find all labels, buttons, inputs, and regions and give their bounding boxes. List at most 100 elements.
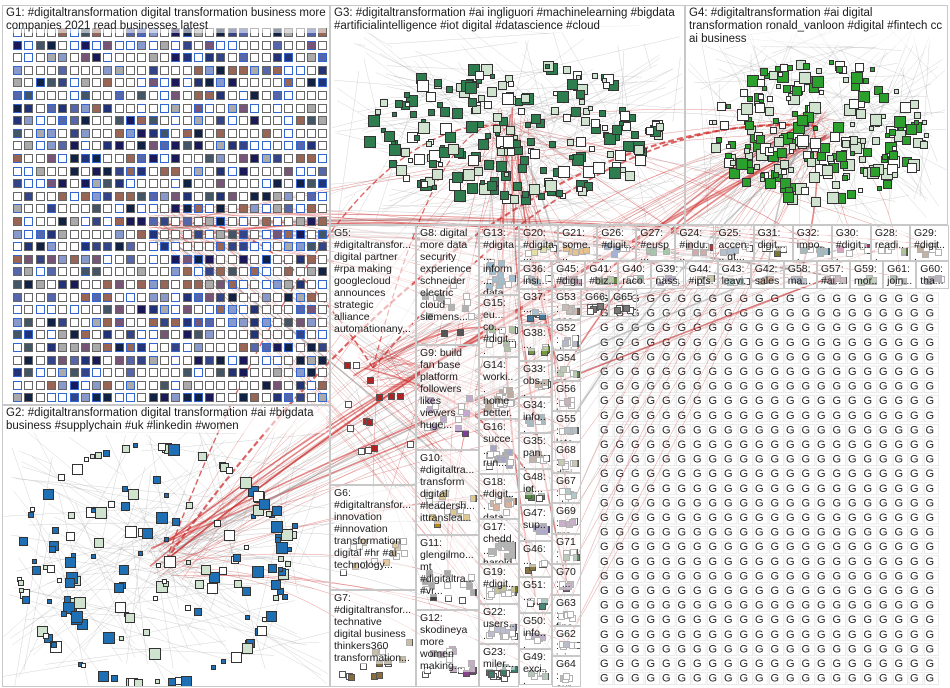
mini-group-label: G: [771, 308, 780, 320]
cluster-node: [392, 112, 397, 117]
cluster-node: [125, 526, 137, 538]
cluster-node: [872, 137, 880, 145]
group-panel-g6: G6: #digitaltransfor... innovation #inno…: [330, 485, 416, 590]
grid-node: [24, 267, 33, 276]
cluster-node: [799, 72, 811, 84]
mini-group-label: G: [802, 366, 811, 378]
cluster-node: [408, 158, 413, 163]
cluster-node: [49, 546, 56, 553]
grid-node: [307, 368, 316, 377]
grid-node: [36, 192, 45, 201]
grid-node: [183, 305, 192, 314]
cluster-node: [240, 477, 252, 489]
mini-group-label: G: [771, 600, 780, 612]
mini-group-label: G: [926, 322, 935, 334]
mini-group-label: G: [910, 308, 919, 320]
cluster-node: [376, 672, 383, 679]
grid-node: [194, 343, 203, 352]
grid-node: [273, 230, 282, 239]
mini-group-label: G: [833, 629, 842, 641]
cluster-node: [186, 560, 191, 565]
grid-node: [137, 66, 146, 75]
grid-node: [160, 91, 169, 100]
grid-node: [205, 393, 214, 402]
grid-node: [262, 330, 271, 339]
grid-node: [284, 167, 293, 176]
cluster-node: [19, 537, 28, 546]
cluster-node: [892, 146, 897, 151]
grid-node: [284, 78, 293, 87]
grid-node: [92, 167, 101, 176]
grid-node: [194, 230, 203, 239]
mini-group-label: G: [848, 556, 857, 568]
grid-node: [47, 242, 56, 251]
mini-group-label: G: [895, 308, 904, 320]
cluster-node: [407, 441, 414, 448]
grid-node: [92, 53, 101, 62]
grid-node: [149, 192, 158, 201]
mini-group-label: G: [693, 643, 702, 655]
grid-node: [216, 381, 225, 390]
group-panel-g34: G34: info...: [519, 397, 552, 433]
grid-node: [262, 293, 271, 302]
grid-node: [262, 154, 271, 163]
mini-group-label: G: [647, 497, 656, 509]
cluster-node: [741, 103, 753, 115]
grid-node: [24, 255, 33, 264]
grid-node: [307, 204, 316, 213]
grid-node: [262, 267, 271, 276]
mini-group-label: G: [755, 658, 764, 670]
mini-group-label: G: [848, 395, 857, 407]
grid-node: [205, 179, 214, 188]
mini-group-label: G: [616, 439, 625, 451]
grid-node: [205, 356, 214, 365]
mini-group-label: G: [802, 381, 811, 393]
grid-node: [24, 66, 33, 75]
group-label-g38: G38: ...: [523, 327, 548, 351]
mini-group-label: G: [740, 395, 749, 407]
mini-group-label: G: [926, 439, 935, 451]
cluster-node: [827, 192, 839, 204]
cluster-node: [133, 443, 138, 448]
grid-node: [103, 217, 112, 226]
mini-group-label: G: [709, 541, 718, 553]
cluster-node: [744, 148, 750, 154]
grid-node: [228, 41, 237, 50]
grid-node: [70, 167, 79, 176]
grid-node: [81, 255, 90, 264]
grid-node: [296, 116, 305, 125]
mini-group-label: G: [693, 527, 702, 539]
cluster-node: [95, 507, 107, 519]
grid-node: [160, 66, 169, 75]
mini-group-label: G: [926, 483, 935, 495]
mini-group-label: G: [786, 541, 795, 553]
mini-group-label: G: [926, 410, 935, 422]
mini-group-label: G: [709, 585, 718, 597]
grid-node: [307, 91, 316, 100]
cluster-node: [760, 68, 768, 76]
mini-group-label: G: [740, 673, 749, 685]
grid-node: [47, 368, 56, 377]
grid-node: [205, 280, 214, 289]
grid-node: [307, 41, 316, 50]
grid-node: [296, 141, 305, 150]
grid-node: [250, 167, 259, 176]
grid-node: [194, 330, 203, 339]
cluster-node: [19, 588, 24, 593]
mini-group-label: G: [740, 381, 749, 393]
mini-group-label: G: [910, 366, 919, 378]
grid-node: [137, 293, 146, 302]
grid-node: [228, 242, 237, 251]
mini-group-label: G: [926, 454, 935, 466]
group-label-g51: G51: ...: [523, 579, 548, 603]
grid-node: [58, 293, 67, 302]
cluster-node: [760, 177, 765, 182]
grid-node: [137, 154, 146, 163]
group-panel-g17: G17: chedd... harold...: [479, 519, 519, 564]
grid-node: [115, 305, 124, 314]
mini-group-label: G: [848, 600, 857, 612]
grid-node: [115, 116, 124, 125]
grid-node: [273, 305, 282, 314]
grid-node: [194, 78, 203, 87]
grid-node: [92, 41, 101, 50]
